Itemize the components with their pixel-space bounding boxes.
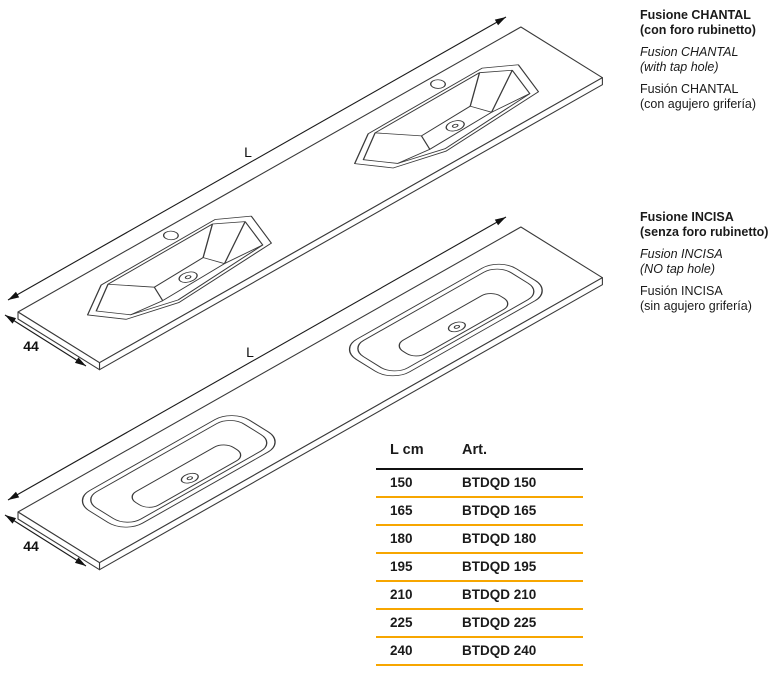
article-cell: BTDQD 150 bbox=[462, 475, 537, 490]
table-row: 210 BTDQD 210 bbox=[376, 582, 583, 610]
article-cell: BTDQD 165 bbox=[462, 503, 537, 518]
chantal-name-it: Fusione CHANTAL bbox=[640, 8, 751, 22]
product-label-incisa: Fusione INCISA (senza foro rubinetto) Fu… bbox=[640, 210, 776, 314]
incisa-sub-en: (NO tap hole) bbox=[640, 262, 716, 276]
col-header-article: Art. bbox=[462, 442, 487, 458]
chantal-name-es: Fusión CHANTAL bbox=[640, 82, 739, 96]
length-cell: 150 bbox=[390, 475, 413, 490]
length-cell: 165 bbox=[390, 503, 413, 518]
table-row: 240 BTDQD 240 bbox=[376, 638, 583, 666]
length-cell: 195 bbox=[390, 559, 413, 574]
incisa-length-dimension: L bbox=[7, 216, 507, 501]
length-cell: 210 bbox=[390, 587, 413, 602]
article-cell: BTDQD 180 bbox=[462, 531, 537, 546]
table-row: 165 BTDQD 165 bbox=[376, 498, 583, 526]
incisa-drawing: L 44 bbox=[4, 216, 603, 571]
incisa-name-it: Fusione INCISA bbox=[640, 210, 734, 224]
incisa-sub-it: (senza foro rubinetto) bbox=[640, 225, 769, 239]
article-cell: BTDQD 240 bbox=[462, 643, 537, 658]
incisa-sub-es: (sin agujero grifería) bbox=[640, 299, 752, 313]
chantal-name-en: Fusion CHANTAL bbox=[640, 45, 739, 59]
table-header: L cm Art. bbox=[376, 438, 583, 470]
length-cell: 225 bbox=[390, 615, 413, 630]
table-row: 150 BTDQD 150 bbox=[376, 470, 583, 498]
length-dimension-label: L bbox=[246, 344, 254, 360]
product-label-chantal: Fusione CHANTAL (con foro rubinetto) Fus… bbox=[640, 8, 776, 112]
article-cell: BTDQD 210 bbox=[462, 587, 537, 602]
chantal-sub-es: (con agujero grifería) bbox=[640, 97, 757, 111]
chantal-sub-en: (with tap hole) bbox=[640, 60, 719, 74]
depth-dimension-label: 44 bbox=[23, 538, 39, 554]
table-row: 180 BTDQD 180 bbox=[376, 526, 583, 554]
incisa-depth-dimension: 44 bbox=[4, 514, 87, 567]
table-row: 225 BTDQD 225 bbox=[376, 610, 583, 638]
chantal-sub-it: (con foro rubinetto) bbox=[640, 23, 756, 37]
size-table: L cm Art. 150 BTDQD 150 165 BTDQD 165 18… bbox=[376, 438, 583, 666]
length-cell: 240 bbox=[390, 643, 413, 658]
technical-drawing-canvas: L 44 L bbox=[4, 16, 603, 571]
incisa-name-es: Fusión INCISA bbox=[640, 284, 723, 298]
table-row: 195 BTDQD 195 bbox=[376, 554, 583, 582]
article-cell: BTDQD 195 bbox=[462, 559, 537, 574]
depth-dimension-label: 44 bbox=[23, 338, 39, 354]
length-dimension-label: L bbox=[244, 144, 252, 160]
length-cell: 180 bbox=[390, 531, 413, 546]
incisa-name-en: Fusion INCISA bbox=[640, 247, 723, 261]
article-cell: BTDQD 225 bbox=[462, 615, 537, 630]
col-header-length: L cm bbox=[390, 442, 424, 458]
